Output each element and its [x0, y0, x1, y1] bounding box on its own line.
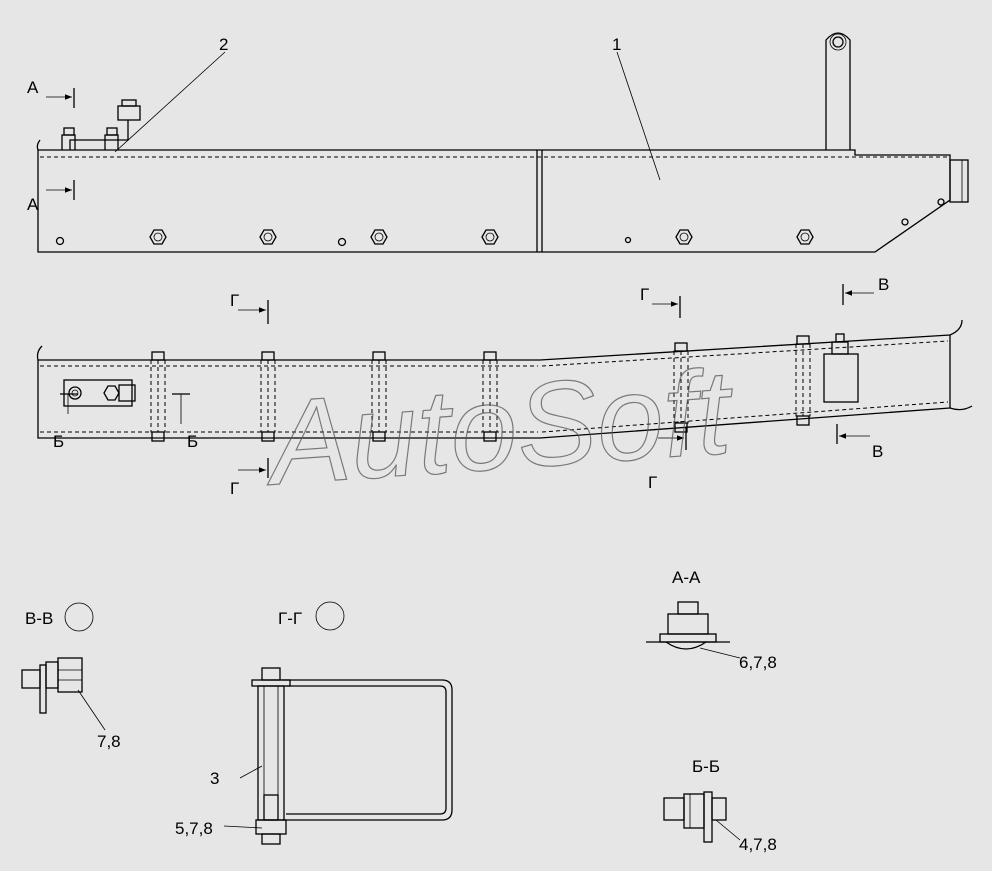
- section-mark-b-left: Б: [53, 432, 64, 451]
- callout-1: 1: [612, 35, 621, 54]
- detail-aa-drawing: [646, 601, 730, 650]
- callout-578: 5,7,8: [175, 819, 213, 838]
- detail-title-aa: А-А: [672, 568, 701, 587]
- section-mark-g-top: Г: [230, 291, 239, 310]
- nut-icon: [370, 229, 388, 245]
- callout-78: 7,8: [97, 732, 121, 751]
- bolt-icon: [260, 351, 276, 442]
- section-mark-v-top: В: [878, 275, 889, 294]
- nut-icon: [481, 229, 499, 245]
- bolt-icon: [150, 351, 166, 442]
- bolt-icon: [673, 342, 689, 433]
- section-mark-g-bottom: Г: [230, 479, 239, 498]
- detail-vv-drawing: [21, 657, 83, 714]
- section-mark-g-top-right: Г: [640, 285, 649, 304]
- nut-icon: [796, 229, 814, 245]
- nut-icon: [149, 229, 167, 245]
- bolt-icon: [482, 351, 498, 442]
- rotation-icon: [315, 601, 345, 631]
- detail-title-gg: Г-Г: [278, 609, 302, 628]
- section-mark-b-right: Б: [187, 432, 198, 451]
- detail-title-bb: Б-Б: [692, 757, 720, 776]
- callout-3: 3: [210, 769, 219, 788]
- detail-gg-drawing: [251, 667, 453, 845]
- section-mark-a-top: А: [27, 78, 39, 97]
- nut-icon: [259, 229, 277, 245]
- callout-478: 4,7,8: [739, 835, 777, 854]
- rotation-icon: [64, 602, 94, 632]
- bolt-icon: [371, 351, 387, 442]
- detail-bb-drawing: [663, 791, 727, 843]
- section-mark-g-bottom-right: Г: [648, 473, 657, 492]
- watermark-text: AutoSoft: [260, 344, 739, 511]
- detail-title-vv: В-В: [25, 609, 53, 628]
- section-mark-a-bottom: А: [27, 195, 39, 214]
- bolt-icon: [795, 335, 811, 426]
- callout-2: 2: [219, 35, 228, 54]
- callout-678: 6,7,8: [739, 653, 777, 672]
- frame-plan-view: [36, 319, 973, 442]
- nut-icon: [675, 229, 693, 245]
- frame-side-view: [36, 32, 969, 253]
- section-mark-v-bottom: В: [872, 442, 883, 461]
